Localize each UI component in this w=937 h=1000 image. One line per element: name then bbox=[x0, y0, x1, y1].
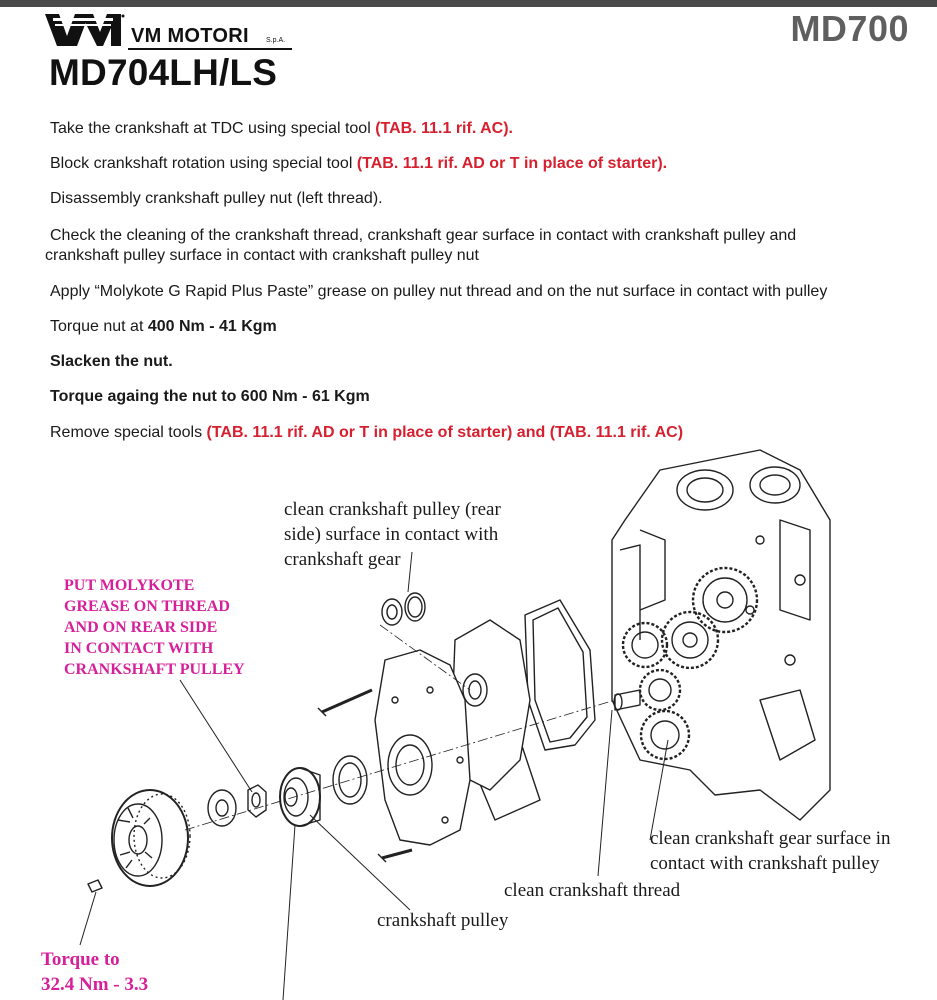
series-title: MD700 bbox=[790, 8, 909, 49]
step-1: Take the crankshaft at TDC using special… bbox=[50, 120, 513, 137]
model-title: MD704LH/LS bbox=[49, 52, 278, 93]
top-bar bbox=[0, 0, 937, 7]
brand-underline bbox=[128, 48, 292, 50]
step-6: Torque nut at 400 Nm - 41 Kgm bbox=[50, 318, 277, 335]
label-thread: clean crankshaft thread bbox=[504, 880, 681, 901]
pulley-nut bbox=[207, 784, 267, 827]
timing-gears bbox=[613, 566, 759, 761]
label-gear-surface: clean crankshaft gear surface in contact… bbox=[650, 828, 891, 874]
leader-lines bbox=[79, 551, 669, 1000]
step-2: Block crankshaft rotation using special … bbox=[50, 155, 668, 172]
oil-seal bbox=[332, 755, 368, 805]
step-5: Apply “Molykote G Rapid Plus Paste” grea… bbox=[50, 283, 828, 300]
brand-name: VM MOTORI bbox=[131, 25, 249, 47]
label-rear-side: clean crankshaft pulley (rear side) surf… bbox=[284, 499, 501, 570]
exploded-diagram bbox=[79, 449, 831, 1000]
label-pulley: crankshaft pulley bbox=[377, 910, 509, 931]
label-torque: Torque to 32.4 Nm - 3.3 bbox=[41, 949, 149, 995]
step-9: Remove special tools (TAB. 11.1 rif. AD … bbox=[50, 424, 684, 441]
top-seals bbox=[381, 592, 426, 626]
timing-cover bbox=[374, 619, 531, 846]
step-3: Disassembly crankshaft pulley nut (left … bbox=[50, 190, 383, 207]
step-4: Check the cleaning of the crankshaft thr… bbox=[45, 227, 797, 264]
pulley-hub bbox=[279, 767, 321, 827]
cover-bolts bbox=[317, 688, 413, 863]
label-molykote: PUT MOLYKOTE GREASE ON THREAD AND ON REA… bbox=[64, 577, 245, 678]
step-8: Torque againg the nut to 600 Nm - 61 Kgm bbox=[50, 388, 370, 405]
damper-pulley bbox=[87, 789, 191, 893]
assembly-axis bbox=[184, 624, 616, 831]
brand-suffix: S.p.A. bbox=[266, 37, 286, 44]
engine-block bbox=[611, 449, 831, 821]
vm-logo-icon bbox=[45, 14, 125, 46]
step-7: Slacken the nut. bbox=[50, 353, 173, 370]
